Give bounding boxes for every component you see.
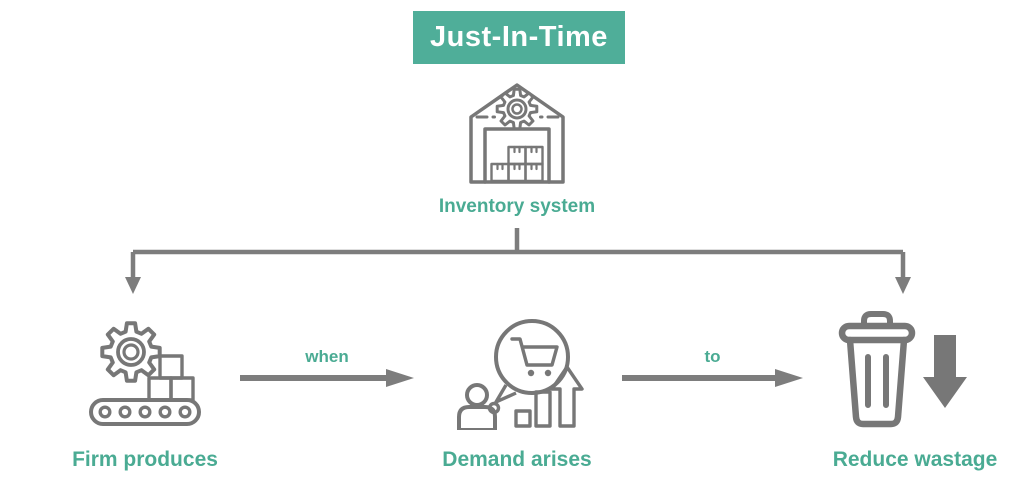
growth-chart-icon bbox=[514, 365, 584, 428]
conveyor-belt bbox=[89, 398, 201, 426]
diagram-title: Just-In-Time bbox=[430, 21, 608, 53]
factory-conveyor-icon bbox=[89, 321, 201, 426]
shopping-cart-icon bbox=[510, 337, 559, 377]
arrow-when bbox=[240, 369, 414, 387]
branch-connector bbox=[125, 228, 911, 294]
down-arrow-icon bbox=[923, 335, 967, 408]
trash-can-icon bbox=[838, 311, 916, 428]
warehouse-gear-icon bbox=[469, 83, 565, 184]
edge-label-to: to bbox=[704, 347, 721, 366]
boxes bbox=[147, 354, 195, 402]
inventory-system-label: Inventory system bbox=[438, 196, 596, 217]
arrowhead-down-right bbox=[895, 277, 911, 294]
title-banner: Just-In-Time bbox=[413, 11, 625, 64]
gear-icon bbox=[100, 321, 162, 383]
demand-shopping-cart-icon bbox=[457, 319, 584, 430]
node-label-demand-arises: Demand arises bbox=[442, 448, 592, 471]
trash-decrease-icon bbox=[838, 311, 967, 428]
warehouse-boxes bbox=[490, 145, 544, 183]
gear-icon bbox=[495, 87, 539, 131]
person-icon bbox=[457, 383, 497, 430]
edge-label-when: when bbox=[305, 347, 349, 366]
arrow-to bbox=[622, 369, 803, 387]
warehouse-door bbox=[483, 127, 551, 184]
thought-bubble bbox=[487, 319, 570, 415]
arrowhead-down-left bbox=[125, 277, 141, 294]
node-label-firm-produces: Firm produces bbox=[72, 448, 218, 471]
node-label-reduce-wastage: Reduce wastage bbox=[832, 448, 998, 471]
